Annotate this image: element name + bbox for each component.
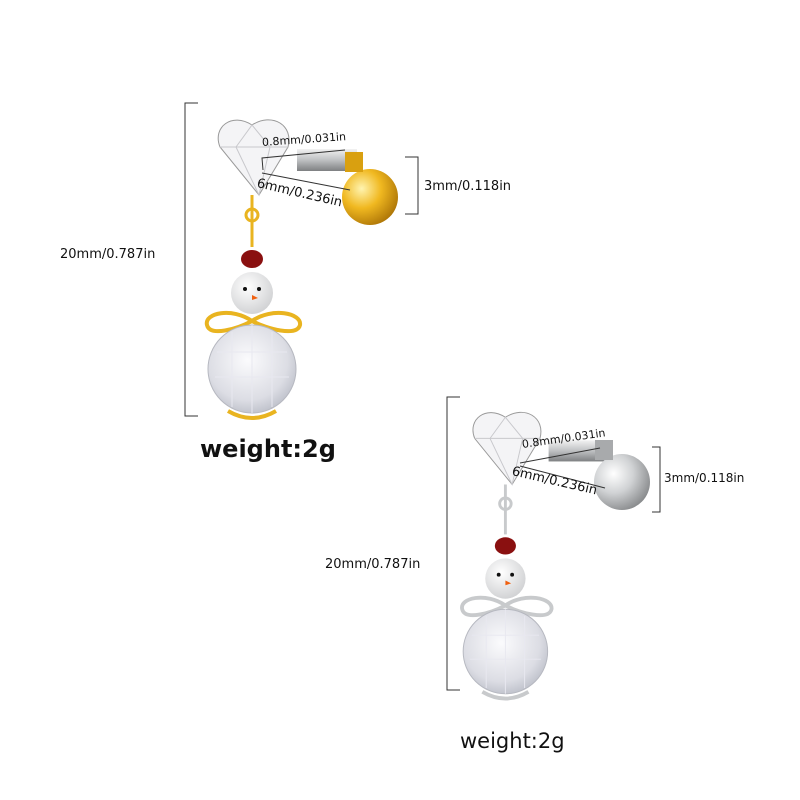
silver-ball	[594, 454, 650, 510]
gold-dimension-lines	[184, 102, 419, 417]
gold-earring	[204, 117, 398, 421]
silver-earring	[460, 410, 650, 701]
silver-ball-size-label: 3mm/0.118in	[664, 471, 745, 485]
silver-weight-label: weight:2g	[460, 729, 565, 753]
gold-ball	[342, 169, 398, 225]
gold-weight-label: weight:2g	[200, 435, 336, 463]
silver-length-label: 20mm/0.787in	[325, 557, 421, 572]
gold-ball-size-label: 3mm/0.118in	[424, 179, 512, 194]
gold-length-label: 20mm/0.787in	[60, 247, 156, 262]
silver-dimension-lines	[446, 396, 661, 691]
